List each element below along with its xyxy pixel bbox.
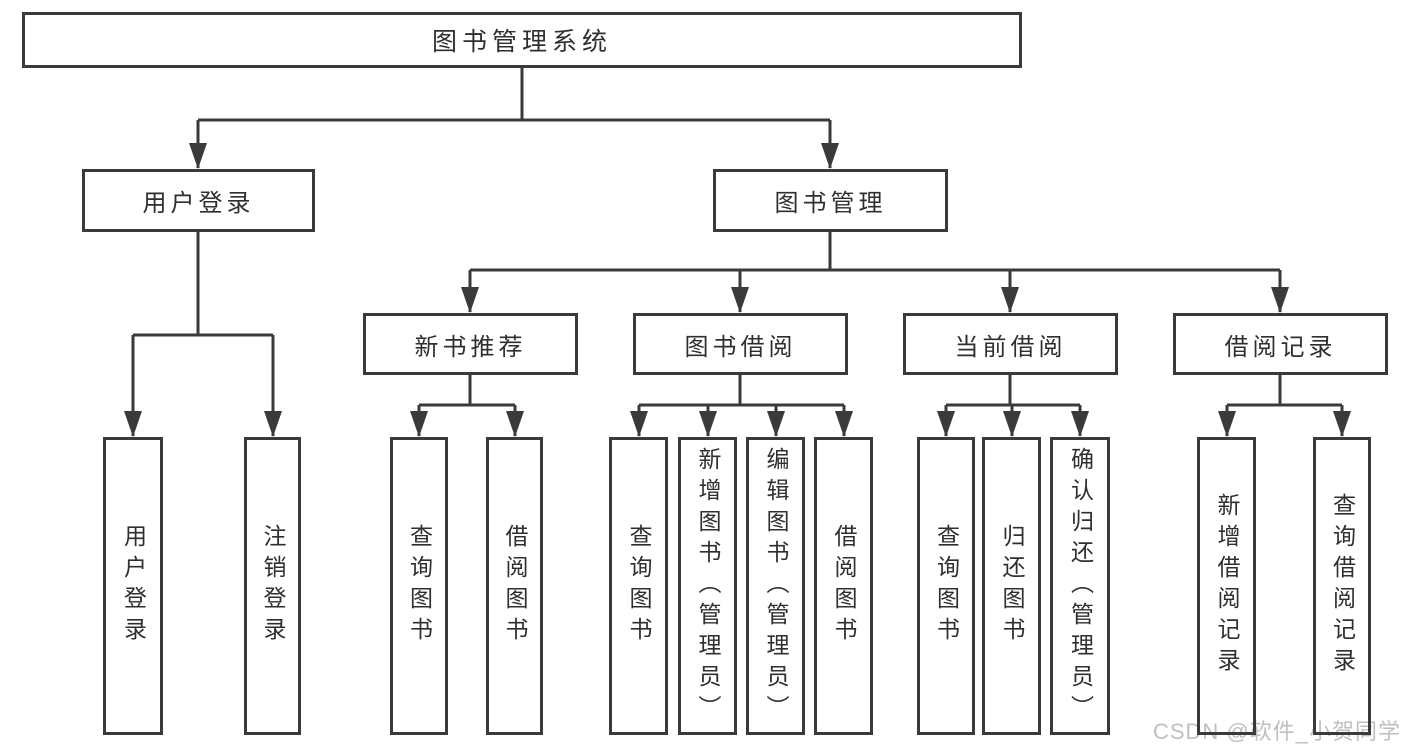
arrowheads bbox=[124, 143, 1351, 437]
node-borrowing-records: 借阅记录 bbox=[1173, 313, 1388, 375]
node-label: 图书借阅 bbox=[684, 333, 797, 361]
node-label: 确认归还（管理员） bbox=[1067, 446, 1094, 726]
node-label: 新增图书（管理员） bbox=[695, 446, 721, 726]
leaf-borrow-books-borrowing: 借阅图书 bbox=[814, 437, 873, 735]
node-label: 查询图书 bbox=[626, 524, 652, 648]
leaf-borrow-books-recommend: 借阅图书 bbox=[486, 437, 543, 735]
node-label: 查询借阅记录 bbox=[1329, 493, 1356, 679]
leaf-query-books-current: 查询图书 bbox=[917, 437, 975, 735]
node-library-management-system: 图书管理系统 bbox=[22, 12, 1022, 68]
node-book-borrowing: 图书借阅 bbox=[633, 313, 848, 375]
leaf-return-books: 归还图书 bbox=[982, 437, 1041, 735]
node-label: 查询图书 bbox=[933, 524, 960, 648]
node-label: 新书推荐 bbox=[414, 333, 527, 361]
node-label: 归还图书 bbox=[999, 524, 1025, 648]
connector-edges bbox=[131, 68, 1344, 436]
node-label: 借阅记录 bbox=[1224, 333, 1337, 361]
leaf-query-books-recommend: 查询图书 bbox=[390, 437, 448, 735]
node-label: 查询图书 bbox=[406, 524, 433, 648]
node-label: 借阅图书 bbox=[831, 524, 857, 648]
node-label: 新增借阅记录 bbox=[1214, 493, 1240, 679]
node-current-borrowing: 当前借阅 bbox=[903, 313, 1118, 375]
node-label: 编辑图书（管理员） bbox=[763, 446, 789, 726]
node-new-book-recommendation: 新书推荐 bbox=[363, 313, 578, 375]
node-book-management: 图书管理 bbox=[713, 169, 948, 232]
node-label: 图书管理系统 bbox=[431, 28, 612, 56]
leaf-add-borrow-record: 新增借阅记录 bbox=[1197, 437, 1256, 735]
leaf-user-login: 用户登录 bbox=[103, 437, 163, 735]
node-label: 用户登录 bbox=[142, 190, 255, 217]
node-label: 图书管理 bbox=[774, 190, 887, 217]
node-label: 借阅图书 bbox=[502, 524, 528, 648]
node-label: 当前借阅 bbox=[954, 333, 1067, 361]
leaf-confirm-return-admin: 确认归还（管理员） bbox=[1050, 437, 1110, 735]
node-label: 用户登录 bbox=[120, 524, 147, 648]
node-user-login: 用户登录 bbox=[82, 169, 315, 232]
leaf-query-borrow-record: 查询借阅记录 bbox=[1313, 437, 1371, 735]
leaf-edit-book-admin: 编辑图书（管理员） bbox=[746, 437, 805, 735]
leaf-logout: 注销登录 bbox=[244, 437, 301, 735]
csdn-watermark: CSDN @软件_小贺同学 bbox=[1152, 719, 1401, 744]
node-label: 注销登录 bbox=[260, 524, 286, 648]
leaf-query-books-borrowing: 查询图书 bbox=[609, 437, 668, 735]
leaf-add-book-admin: 新增图书（管理员） bbox=[678, 437, 737, 735]
